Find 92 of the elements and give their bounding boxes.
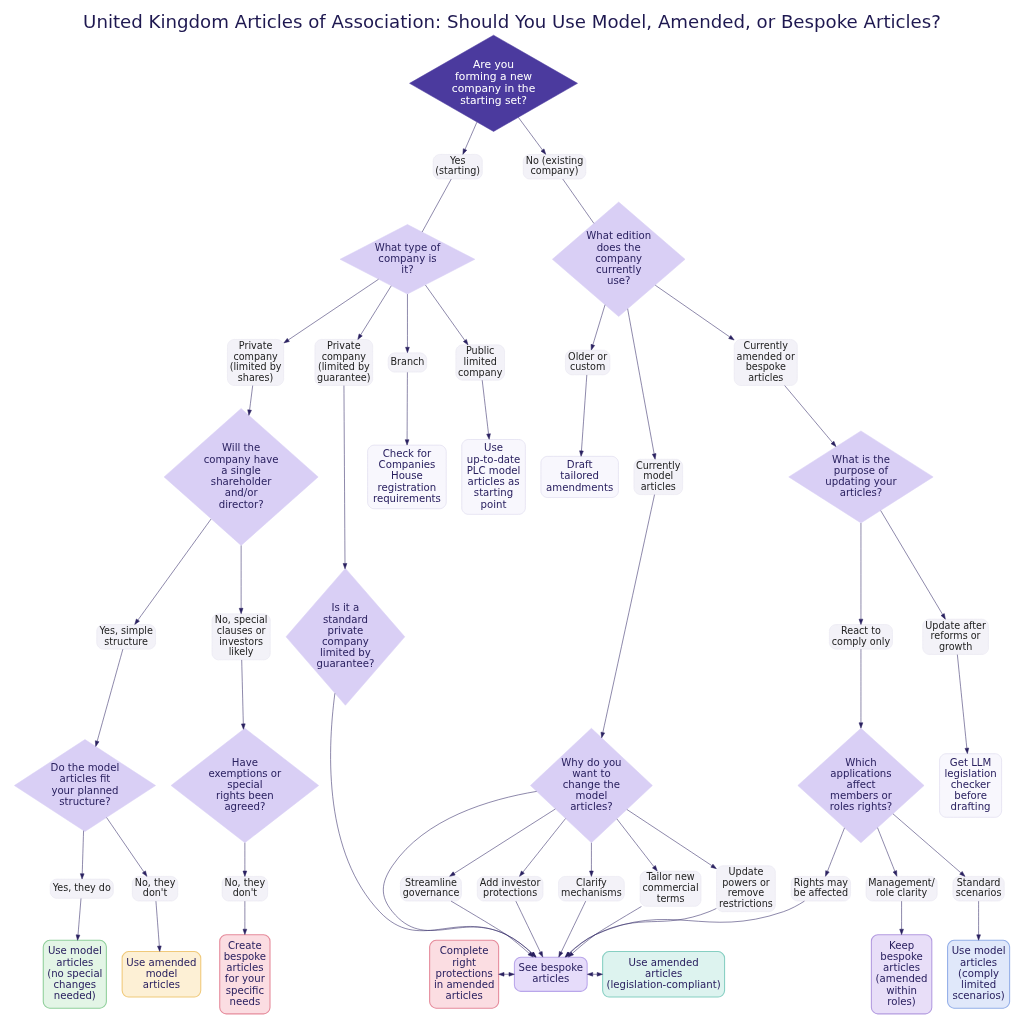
- node-diamond: What is the purpose of updating your articles?: [788, 430, 934, 523]
- arrow: [892, 813, 966, 877]
- arrow: [404, 371, 410, 445]
- node-box: Use model articles (comply limited scenarios): [947, 939, 1011, 1009]
- node-box: Public limited company: [455, 344, 505, 380]
- arrow: [242, 842, 247, 877]
- arrow: [590, 304, 606, 350]
- node-box: Branch: [387, 352, 427, 372]
- node-diamond: Why do you want to change the model articles?: [530, 727, 653, 843]
- node-box: Private company (limited by guarantee): [314, 338, 373, 386]
- node-box: Yes (starting): [432, 153, 483, 179]
- arrow: [462, 121, 478, 155]
- arrow: [405, 293, 410, 353]
- arrow: [247, 384, 253, 416]
- node-diamond: Which applications affect members or roles rights?: [797, 727, 925, 843]
- arrow: [241, 659, 246, 729]
- arrow: [357, 285, 392, 340]
- arrow: [330, 692, 537, 957]
- node-box: See bespoke articles: [513, 956, 588, 992]
- node-box: Yes, they do: [49, 878, 114, 899]
- node-box: Update powers or remove restrictions: [716, 864, 776, 912]
- arrow: [515, 900, 544, 957]
- node-box: Use amended model articles: [121, 950, 202, 998]
- node-diamond: Have exemptions or special rights been agreed?: [170, 727, 319, 843]
- arrow: [880, 509, 946, 619]
- arrow: [283, 278, 379, 343]
- node-box: Management/ role clarity: [865, 875, 938, 901]
- node-box: Create bespoke articles for your specific needs: [219, 933, 271, 1014]
- node-box: Currently model articles: [633, 458, 683, 495]
- node-box: Tailor new commercial terms: [639, 870, 702, 907]
- arrow: [519, 817, 566, 877]
- arrow: [627, 308, 657, 459]
- diagram-title: United Kingdom Articles of Association: Should You Use Model, Amended, or Bespoke Articles?: [83, 10, 941, 32]
- arrow: [626, 808, 717, 869]
- node-box: No, they don't: [221, 875, 268, 901]
- node-box: Rights may be affected: [790, 875, 851, 901]
- arrow: [616, 818, 658, 871]
- node-box: Yes, simple structure: [96, 623, 156, 649]
- arrow: [106, 816, 148, 877]
- arrow: [568, 905, 642, 957]
- arrow: [242, 900, 247, 935]
- node-box: Add investor protections: [476, 875, 544, 901]
- node-box: No, they don't: [132, 875, 179, 901]
- arrow: [481, 379, 491, 440]
- arrow: [383, 790, 537, 957]
- arrow: [825, 827, 845, 877]
- node-box: Get LLM legislation checker before drafting: [939, 752, 1002, 818]
- node-box: Older or custom: [565, 349, 611, 375]
- node-box: Complete right protections in amended articles: [429, 939, 500, 1009]
- arrow: [450, 900, 534, 957]
- arrow: [600, 493, 655, 738]
- arrow: [654, 284, 735, 340]
- node-diamond: Are you forming a new company in the starting set?: [409, 34, 578, 132]
- arrow: [95, 648, 124, 747]
- node-box: Use amended articles (legislation-compliant): [602, 950, 726, 998]
- arrow: [957, 653, 969, 754]
- arrow: [342, 384, 348, 569]
- arrow: [75, 897, 82, 941]
- arrow: [155, 900, 162, 952]
- arrow: [858, 522, 864, 625]
- arrow: [425, 284, 469, 345]
- arrow: [784, 384, 837, 447]
- node-diamond: What type of company is it?: [339, 223, 476, 294]
- arrow: [80, 829, 85, 879]
- arrow: [899, 900, 904, 935]
- node-box: Use model articles (no special changes needed): [42, 939, 107, 1009]
- node-box: Update after reforms or growth: [922, 618, 989, 655]
- arrow: [518, 116, 546, 155]
- node-box: Use up-to-date PLC model articles as starting point: [461, 438, 526, 515]
- arrow: [134, 518, 212, 625]
- node-box: Draft tailored amendments: [540, 455, 619, 498]
- node-box: Keep bespoke articles (amended within roles): [870, 933, 933, 1014]
- arrow: [589, 842, 594, 877]
- node-box: No, special clauses or investors likely: [211, 613, 271, 660]
- node-box: Streamline governance: [400, 875, 462, 901]
- arrow: [587, 971, 603, 976]
- node-box: No (existing company): [522, 153, 587, 179]
- arrow: [858, 648, 864, 728]
- node-diamond: Is it a standard private company limited by guarantee?: [285, 567, 406, 706]
- node-box: React to comply only: [829, 623, 893, 649]
- node-box: Private company (limited by shares): [227, 338, 284, 386]
- arrow: [239, 544, 244, 614]
- arrow: [449, 808, 556, 877]
- node-box: Standard scenarios: [952, 875, 1005, 901]
- node-box: Currently amended or bespoke articles: [733, 338, 798, 386]
- node-box: Check for Companies House registration requirements: [367, 444, 447, 509]
- node-box: Clarify mechanisms: [558, 875, 625, 901]
- arrow: [877, 826, 898, 877]
- arrow: [579, 374, 588, 457]
- arrow: [976, 900, 981, 940]
- arrow: [498, 971, 515, 976]
- node-diamond: What edition does the company currently use?: [552, 201, 686, 317]
